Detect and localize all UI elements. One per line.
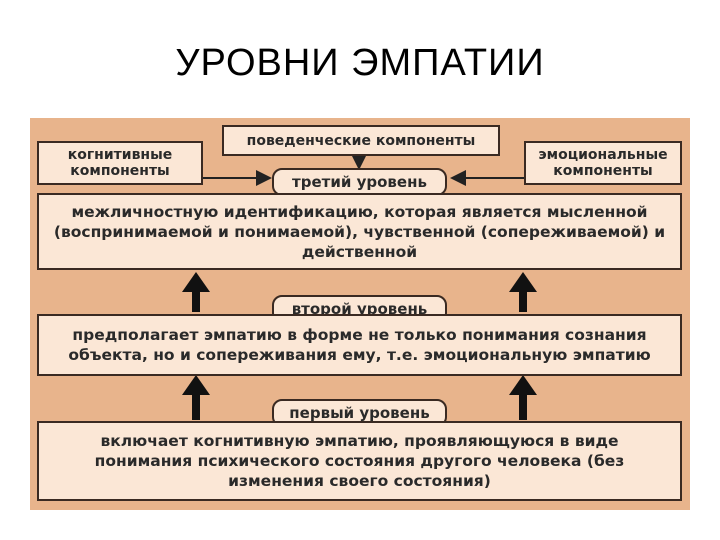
level2-box: предполагает эмпатию в форме не только п… bbox=[37, 314, 682, 376]
up-arrow-left-upper bbox=[182, 272, 210, 312]
up-arrow-right-lower bbox=[509, 375, 537, 420]
slide-title: УРОВНИ ЭМПАТИИ bbox=[175, 42, 545, 84]
behavioral-components-box: поведенческие компоненты bbox=[222, 125, 500, 156]
up-arrow-left-lower bbox=[182, 375, 210, 420]
level1-label-text: первый уровень bbox=[289, 404, 430, 422]
behavioral-components-label: поведенческие компоненты bbox=[246, 132, 476, 149]
emotional-components-label: эмоциональные компоненты bbox=[538, 147, 668, 179]
cognitive-components-box: когнитивные компоненты bbox=[37, 141, 203, 185]
level3-label-text: третий уровень bbox=[292, 173, 427, 191]
level2-text: предполагает эмпатию в форме не только п… bbox=[68, 326, 651, 364]
cognitive-components-label: когнитивные компоненты bbox=[67, 147, 173, 179]
level2-label-text: второй уровень bbox=[291, 300, 428, 318]
level3-text: межличностную идентификацию, которая явл… bbox=[53, 202, 666, 261]
emotional-components-box: эмоциональные компоненты bbox=[524, 141, 682, 185]
level1-box: включает когнитивную эмпатию, проявляющу… bbox=[37, 421, 682, 501]
level3-box: межличностную идентификацию, которая явл… bbox=[37, 193, 682, 270]
level1-text: включает когнитивную эмпатию, проявляющу… bbox=[94, 432, 625, 490]
up-arrow-right-upper bbox=[509, 272, 537, 312]
level3-label: третий уровень bbox=[272, 168, 447, 196]
